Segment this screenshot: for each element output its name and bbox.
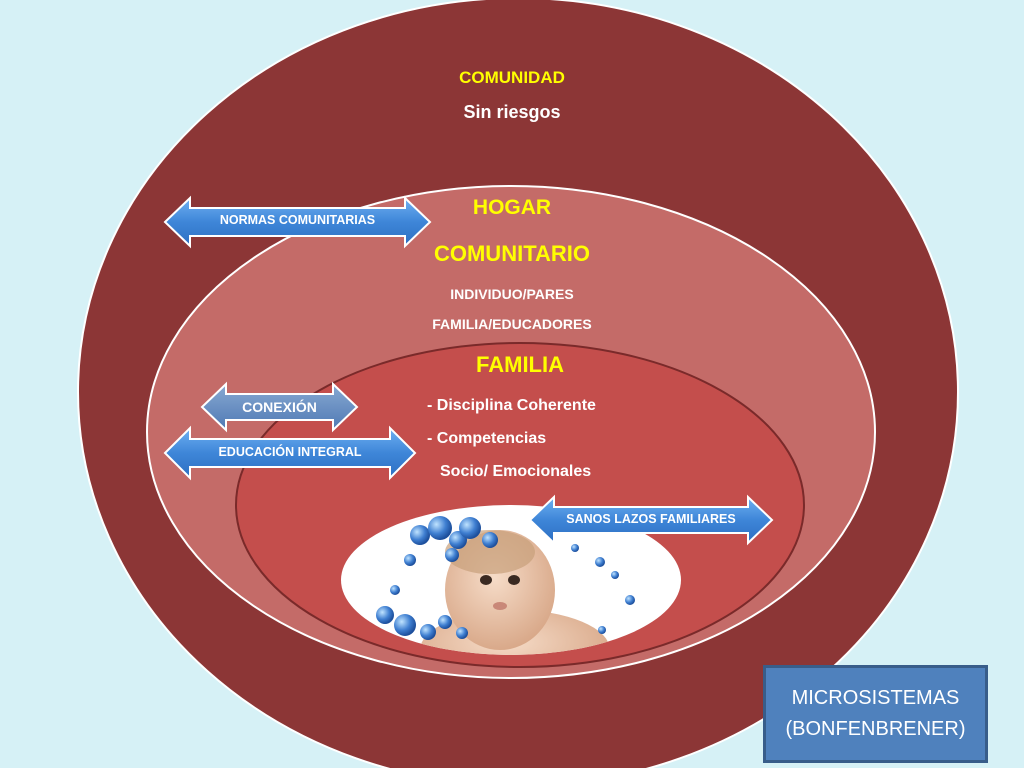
familia-title: FAMILIA	[476, 352, 564, 377]
caption-line-2: (BONFENBRENER)	[785, 718, 966, 740]
arrow-educacion-label: EDUCACIÓN INTEGRAL	[218, 445, 362, 459]
familia-item: - Disciplina Coherente	[427, 397, 596, 414]
comunidad-title: COMUNIDAD	[459, 68, 565, 87]
arrow-normas	[163, 195, 432, 249]
hogar-subtitle: COMUNITARIO	[433, 241, 591, 266]
microsistemas-caption: MICROSISTEMAS (BONFENBRENER)	[763, 665, 988, 763]
baby-photo	[341, 505, 681, 655]
arrow-sanos	[528, 494, 774, 546]
hogar-line-individuo: INDIVIDUO/PARES	[450, 286, 574, 302]
arrow-educacion	[163, 425, 417, 481]
arrow-conexion-label: CONEXIÓN	[242, 399, 317, 415]
hogar-line-familia: FAMILIA/EDUCADORES	[432, 316, 592, 332]
comunidad-subtitle: Sin riesgos	[463, 102, 561, 122]
arrow-normas-label: NORMAS COMUNITARIAS	[219, 213, 376, 227]
familia-item: Socio/ Emocionales	[440, 463, 592, 480]
familia-item: - Competencias	[427, 430, 547, 447]
arrow-sanos-label: SANOS LAZOS FAMILIARES	[566, 512, 736, 526]
arrow-conexion	[200, 381, 359, 433]
hogar-title: HOGAR	[472, 196, 552, 219]
caption-line-1: MICROSISTEMAS	[791, 687, 960, 709]
